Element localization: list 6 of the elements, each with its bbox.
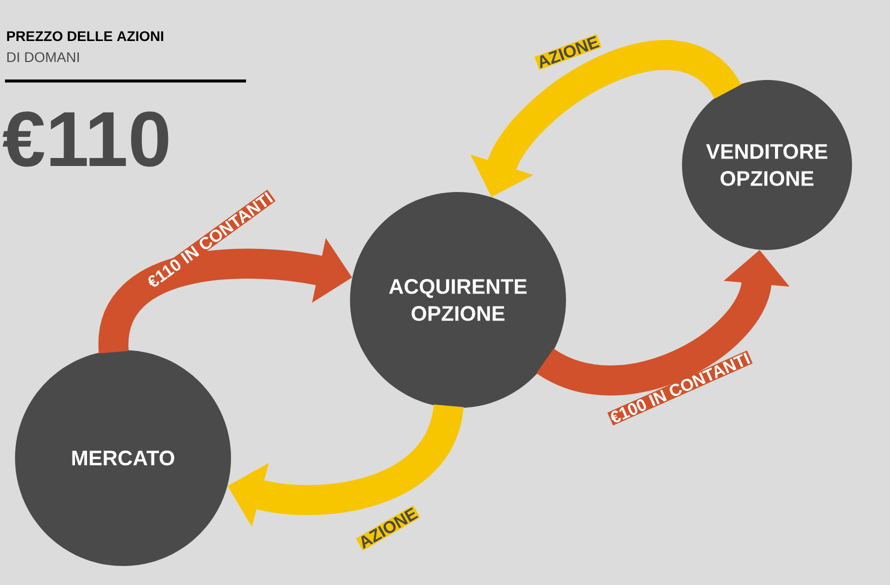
circle-node: MERCATO (15, 350, 231, 566)
subheading: DI DOMANI (7, 52, 79, 62)
circle-node: VENDITORE OPZIONE (682, 80, 852, 250)
heading: PREZZO DELLE AZIONI (7, 31, 164, 42)
circle-node: ACQUIRENTE OPZIONE (350, 192, 566, 408)
price: €110 (2, 112, 168, 167)
